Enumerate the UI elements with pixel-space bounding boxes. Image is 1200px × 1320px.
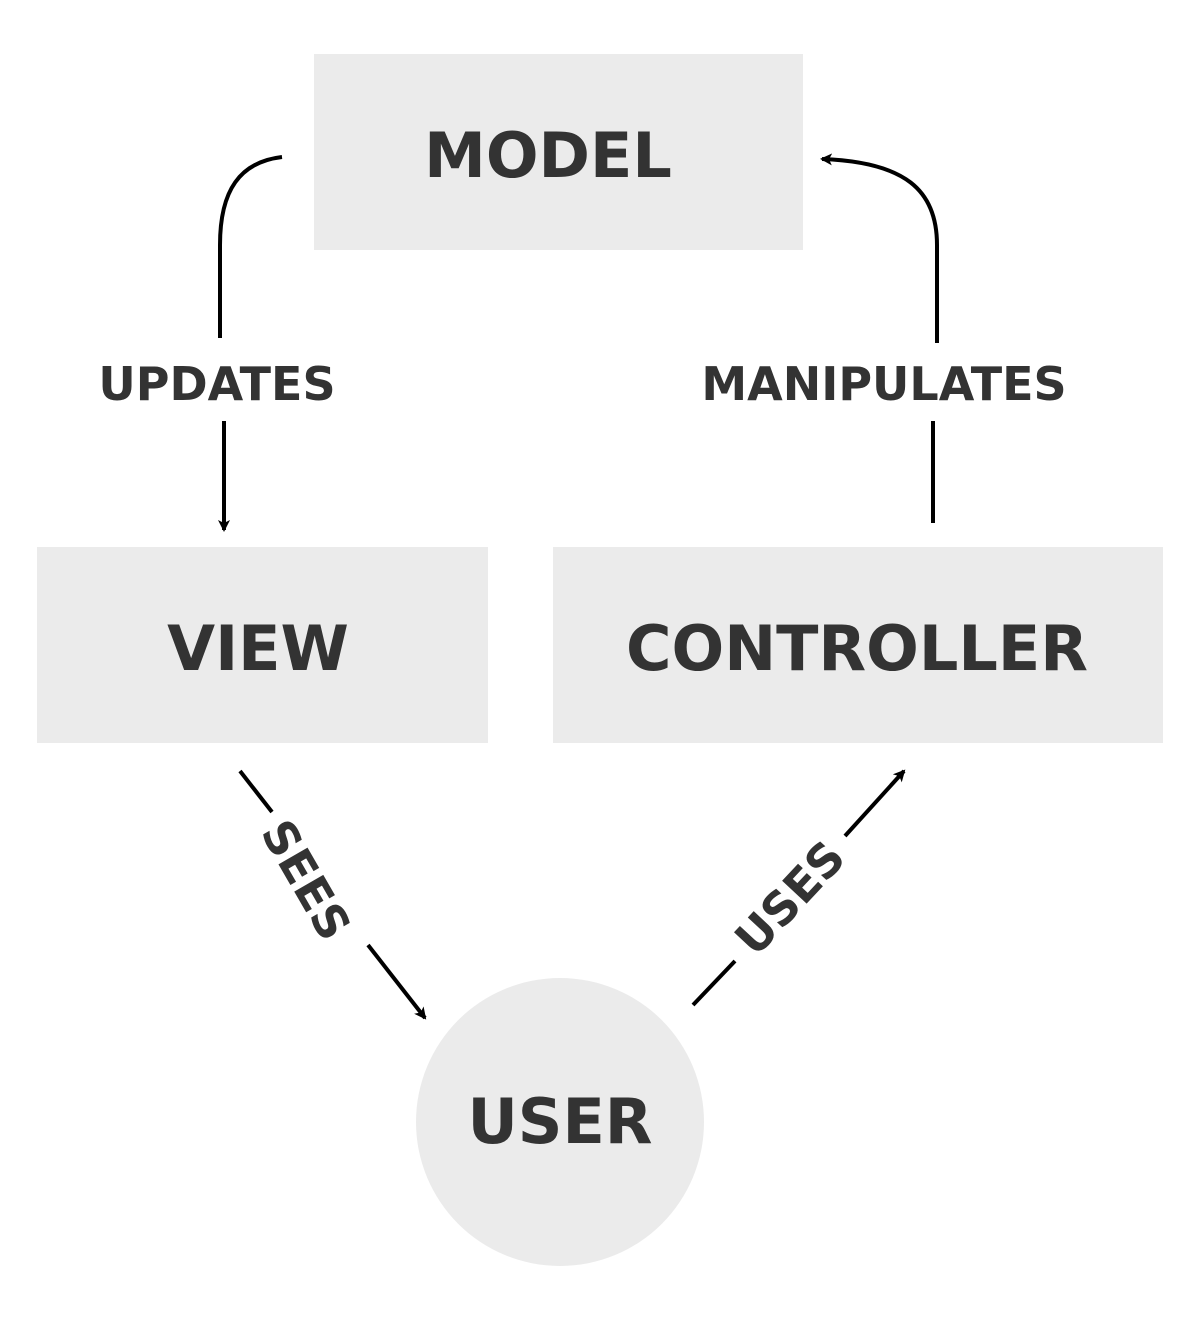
sees-tail [238, 769, 274, 814]
model-node: MODEL [314, 54, 803, 250]
view-node: VIEW [37, 547, 488, 743]
user-node: USER [416, 978, 704, 1266]
updates-label: UPDATES [98, 357, 335, 411]
controller-box [553, 547, 1163, 743]
updates-edge: UPDATES [98, 155, 336, 532]
sees-label: SEES [250, 811, 361, 950]
view-label: VIEW [167, 612, 349, 685]
uses-arrow [843, 769, 906, 838]
uses-label: USES [724, 830, 856, 966]
user-circle [416, 978, 704, 1266]
model-label: MODEL [424, 119, 672, 192]
user-label: USER [467, 1085, 652, 1158]
sees-arrow [366, 943, 427, 1020]
manipulates-edge: MANIPULATES [701, 153, 1067, 523]
updates-curve [218, 155, 283, 338]
controller-node: CONTROLLER [553, 547, 1163, 743]
manipulates-label: MANIPULATES [701, 357, 1066, 411]
model-box [314, 54, 803, 250]
view-box [37, 547, 488, 743]
manipulates-curve [820, 153, 939, 343]
controller-label: CONTROLLER [626, 612, 1088, 685]
uses-tail [691, 959, 737, 1007]
sees-edge: SEES [238, 769, 427, 1020]
uses-edge: USES [691, 769, 906, 1007]
